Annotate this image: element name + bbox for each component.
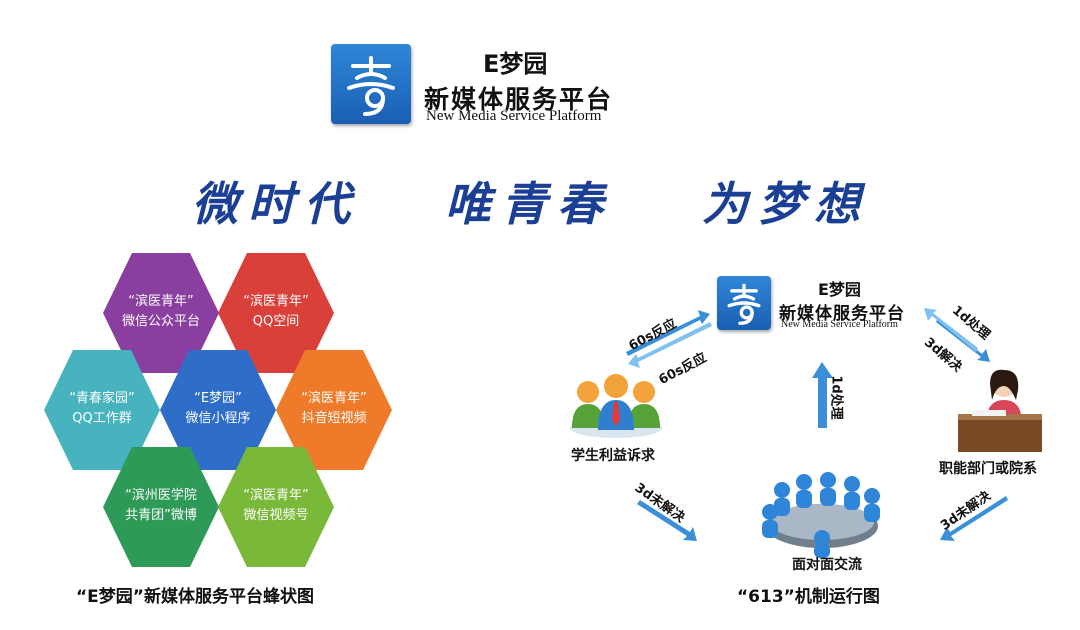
dream-logo-icon (347, 56, 395, 116)
label-1d-center: 1d处理 (828, 375, 844, 420)
node-students: 学生利益诉求 (571, 448, 655, 464)
arrow-1d-center (812, 362, 833, 428)
mechanism-brand-name: E梦园 (818, 280, 861, 299)
arrow-3d-left-bottom (637, 500, 697, 541)
arrow-3d-right (924, 308, 978, 352)
slogan-2: 唯青春 (445, 177, 613, 231)
mechanism-logo (717, 276, 771, 330)
honeycomb-caption: “E梦园”新媒体服务平台蜂状图 (76, 587, 314, 607)
slogan-1: 微时代 (192, 177, 360, 231)
mechanism-brand-en: New Media Service Platform (781, 319, 898, 330)
mechanism-brand-cn: 新媒体服务平台 (779, 304, 905, 324)
hex-qq-group-label: “青春家园”QQ工作群 (69, 391, 135, 426)
brand-name: E梦园 (483, 50, 548, 78)
brand-title-cn: 新媒体服务平台 (424, 85, 614, 114)
node-meeting: 面对面交流 (792, 557, 862, 573)
dream-logo-icon-small (727, 283, 761, 325)
department-staff-icon (958, 369, 1042, 452)
meeting-table-icon (762, 472, 880, 558)
app-logo (331, 44, 411, 124)
mechanism-caption: “613”机制运行图 (737, 587, 880, 607)
students-group-icon (570, 374, 662, 438)
hex-qq-zone-label: “滨医青年”QQ空间 (243, 294, 309, 329)
arrow-3d-right-bottom (940, 496, 1008, 541)
node-departments: 职能部门或院系 (939, 461, 1037, 477)
hex-mini-program-label: “E梦园”微信小程序 (185, 391, 251, 426)
hex-douyin-label: “滨医青年”抖音短视频 (301, 391, 367, 426)
hex-video-channel-label: “滨医青年”微信视频号 (243, 488, 309, 523)
hex-weibo-label: “滨州医学院共青团”微博 (125, 488, 197, 523)
brand-title-en: New Media Service Platform (426, 108, 602, 124)
arrow-60s-down (628, 322, 712, 368)
arrow-60s-up (626, 310, 710, 356)
slogan-3: 为梦想 (702, 177, 870, 231)
hex-wechat-official-label: “滨医青年”微信公众平台 (121, 294, 200, 329)
